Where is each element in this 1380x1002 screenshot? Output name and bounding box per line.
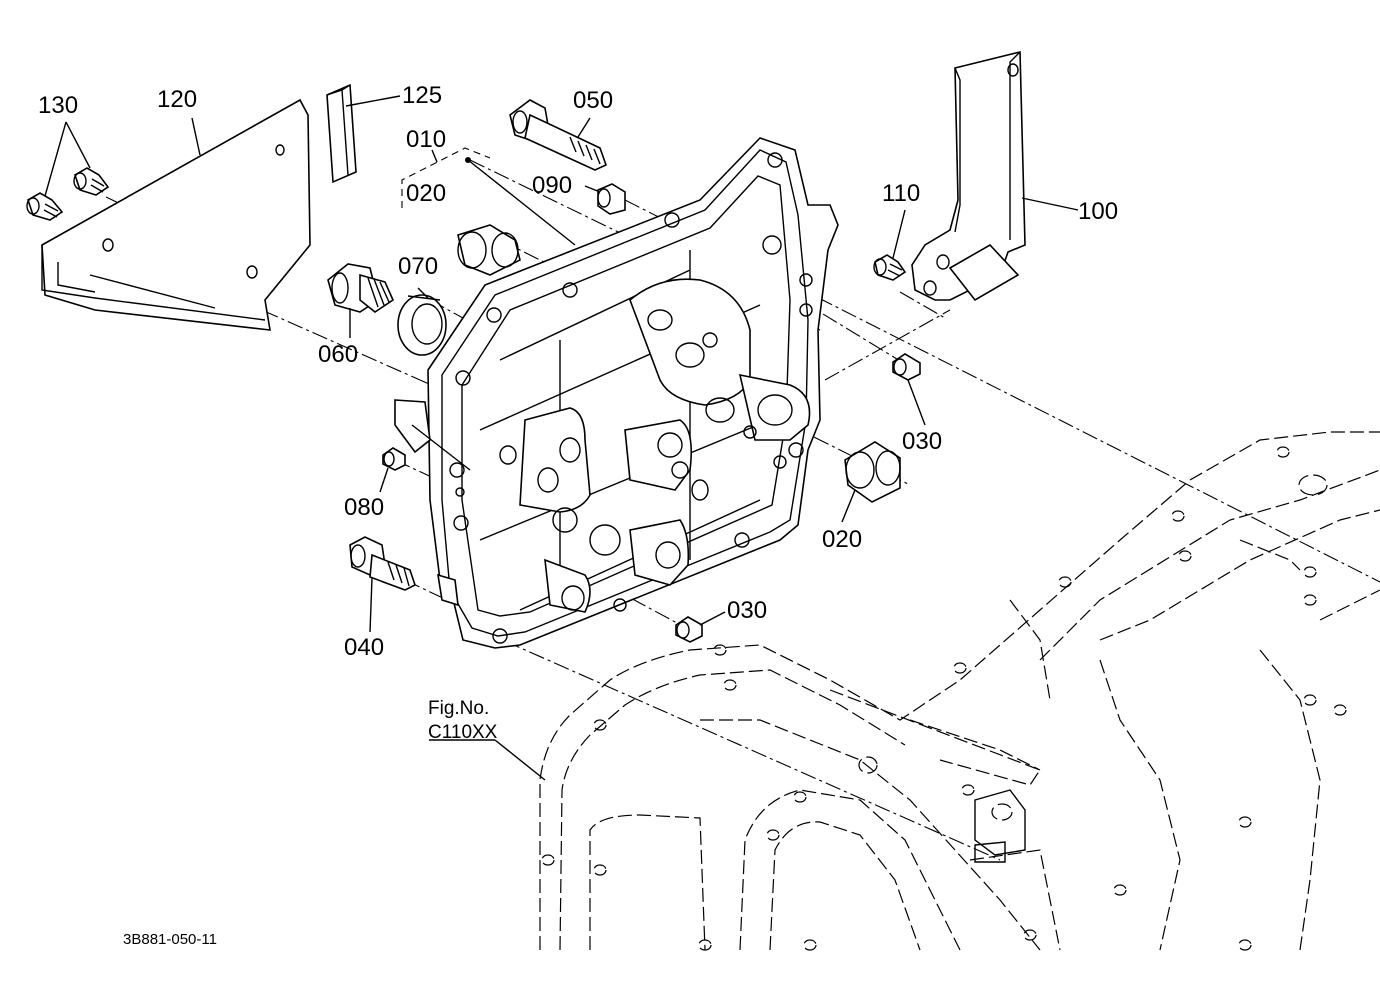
label-040: 040 — [344, 634, 384, 661]
bushing-020-upper — [457, 224, 521, 276]
label-080: 080 — [344, 494, 384, 521]
label-130: 130 — [38, 92, 78, 119]
label-030-upper: 030 — [902, 428, 942, 455]
plug-060 — [327, 263, 395, 313]
screws-130 — [26, 167, 110, 221]
fig-number: C110XX — [428, 722, 498, 743]
assembly-010-bracket — [401, 147, 576, 246]
label-125: 125 — [402, 82, 442, 109]
bracket-100 — [911, 50, 1026, 302]
pin-030-upper — [892, 353, 921, 381]
cover-bolt-holes — [449, 152, 813, 644]
label-100: 100 — [1078, 198, 1118, 225]
bolt-040 — [349, 536, 416, 591]
label-030-lower: 030 — [727, 597, 767, 624]
bushing-020-lower — [844, 441, 901, 503]
transmission-case-reference — [539, 431, 1380, 951]
label-050: 050 — [573, 87, 613, 114]
label-060: 060 — [318, 341, 358, 368]
label-090: 090 — [532, 172, 572, 199]
screw-110 — [873, 254, 907, 281]
case-bolt-holes — [541, 446, 1347, 951]
label-110: 110 — [882, 180, 920, 207]
label-020-upper: 020 — [406, 180, 446, 207]
leader-lines — [44, 95, 1079, 781]
rubber-strip-125 — [326, 83, 357, 184]
label-120: 120 — [157, 86, 197, 113]
plug-080 — [382, 447, 406, 471]
label-070: 070 — [398, 253, 438, 280]
plug-090 — [597, 183, 626, 215]
pin-030-lower — [675, 616, 703, 643]
seal-ring-070 — [397, 294, 447, 356]
figure-reference: Fig.No. C110XX — [428, 698, 498, 743]
part-number-labels: 130 120 125 010 020 050 090 070 060 110 … — [38, 82, 1118, 661]
cover-plate-120 — [41, 98, 311, 331]
fig-label: Fig.No. — [428, 698, 489, 719]
drawing-code: 3B881-050-11 — [123, 931, 217, 948]
bolt-050 — [509, 99, 607, 171]
label-020-lower: 020 — [822, 526, 862, 553]
label-010: 010 — [406, 126, 446, 153]
valve-body-cover — [394, 137, 839, 649]
